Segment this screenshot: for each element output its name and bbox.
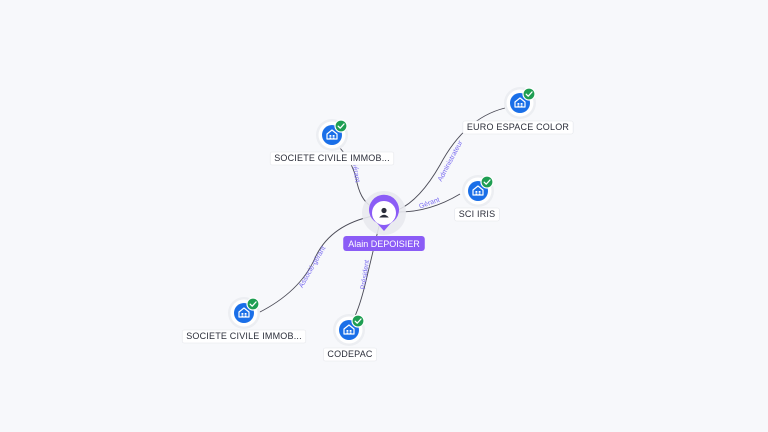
edge-line <box>397 107 506 211</box>
company-node-n5[interactable]: CODEPAC <box>323 314 377 362</box>
company-label[interactable]: CODEPAC <box>323 347 377 362</box>
verified-check-icon <box>246 297 260 311</box>
edge-label: Associé-gérant <box>298 245 327 289</box>
company-building-icon <box>343 324 355 335</box>
company-label-text: EURO ESPACE COLOR <box>467 122 570 132</box>
company-building-icon <box>472 185 484 196</box>
company-node-n1[interactable]: SOCIETE CIVILE IMMOB... <box>269 119 395 166</box>
company-building-icon <box>514 97 526 108</box>
company-label-bg <box>181 329 307 344</box>
company-label-text: SOCIETE CIVILE IMMOB... <box>186 331 302 341</box>
center-person-node[interactable]: Alain DEPOISIER <box>343 191 425 251</box>
person-icon <box>379 207 389 218</box>
center-name-text: Alain DEPOISIER <box>348 239 420 249</box>
edge-label: Président <box>360 260 371 290</box>
edge-label: Gérant <box>351 161 361 183</box>
company-building-icon <box>238 307 250 318</box>
company-node-n4[interactable]: SOCIETE CIVILE IMMOB... <box>181 297 307 344</box>
edge-n4: Associé-gérant <box>257 215 374 314</box>
company-label-bg <box>462 120 574 135</box>
verified-check-icon <box>480 175 494 189</box>
edge-label: Gérant <box>418 197 441 211</box>
company-node-n2[interactable]: EURO ESPACE COLOR <box>462 87 574 135</box>
center-name-bg <box>343 236 425 251</box>
company-node-n3[interactable]: SCI IRIS <box>454 175 500 222</box>
edge-line <box>257 215 374 314</box>
center-name-label[interactable]: Alain DEPOISIER <box>343 236 425 251</box>
company-label[interactable]: SOCIETE CIVILE IMMOB... <box>269 151 395 166</box>
verified-check-icon <box>334 119 348 133</box>
company-label[interactable]: SOCIETE CIVILE IMMOB... <box>181 329 307 344</box>
edge-label: Administrateur <box>437 139 465 183</box>
company-label-text: SOCIETE CIVILE IMMOB... <box>274 153 390 163</box>
edge-n3: Gérant <box>398 193 461 213</box>
company-label-text: CODEPAC <box>327 349 373 359</box>
company-label-bg <box>323 347 377 362</box>
company-label-text: SCI IRIS <box>459 209 496 219</box>
company-label-bg <box>454 207 500 222</box>
verified-check-icon <box>351 314 365 328</box>
company-building-icon <box>326 129 338 140</box>
verified-check-icon <box>522 87 536 101</box>
nodes-layer: SOCIETE CIVILE IMMOB... EURO ESPACE COLOR… <box>181 87 574 362</box>
company-label[interactable]: EURO ESPACE COLOR <box>462 120 574 135</box>
company-label-bg <box>269 151 395 166</box>
company-label[interactable]: SCI IRIS <box>454 207 500 222</box>
